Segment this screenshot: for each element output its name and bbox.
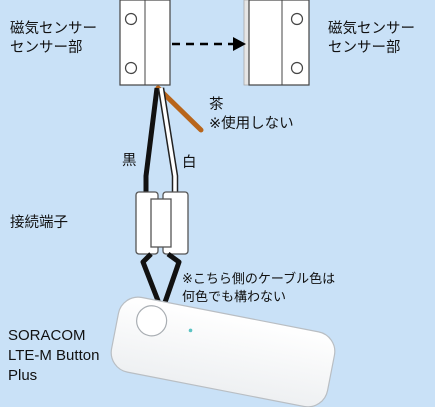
sensor-unit-label: 磁気センサー センサー部 bbox=[328, 21, 415, 56]
dashed-arrow bbox=[172, 37, 246, 51]
sensor-unit bbox=[119, 0, 171, 86]
black-wire-label: 黒 bbox=[122, 153, 137, 169]
white-wire-label: 白 bbox=[182, 155, 197, 171]
screw-hole-icon bbox=[124, 61, 138, 75]
connector-terminal bbox=[135, 191, 189, 255]
device-label: SORACOM LTE-M Button Plus bbox=[8, 327, 100, 384]
status-led-icon bbox=[188, 328, 193, 333]
device-button-icon[interactable] bbox=[134, 303, 169, 338]
sensor-unit-label-left: 磁気センサー センサー部 bbox=[10, 21, 97, 56]
magnet-unit bbox=[243, 0, 310, 86]
black-wire bbox=[143, 87, 160, 195]
white-wire bbox=[157, 87, 179, 195]
brown-wire-label: 茶 ※使用しない bbox=[209, 97, 294, 132]
button-device bbox=[110, 296, 336, 407]
connector-label: 接続端子 bbox=[10, 215, 68, 231]
screw-hole-icon bbox=[124, 12, 138, 26]
screw-hole-icon bbox=[290, 61, 304, 75]
screw-hole-icon bbox=[290, 12, 304, 26]
cable-note-label: ※こちら側のケーブル色は 何色でも構わない bbox=[182, 272, 336, 305]
